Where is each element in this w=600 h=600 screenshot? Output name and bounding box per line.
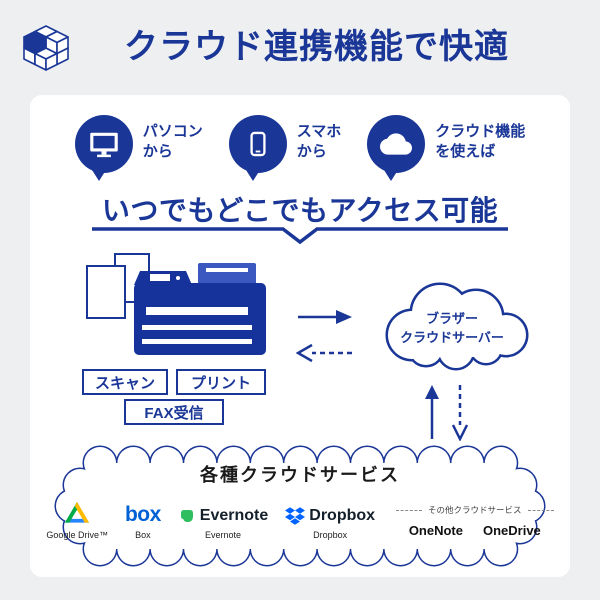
logo-box: box Box [125,504,161,540]
bubble-smartphone: スマホ から [228,115,342,181]
bubble-tail [245,170,260,181]
bubble-smartphone-label: スマホ から [296,123,342,160]
smartphone-icon [250,131,266,157]
logo-caption: Dropbox [313,530,348,540]
logo-caption: Box [135,530,151,540]
services-logo-row: Google Drive™ box Box Evernote [46,500,554,540]
onedrive-label: OneDrive [482,523,541,538]
function-fax: FAX受信 [124,399,224,425]
access-bubbles: パソコン から スマホ から [30,115,570,181]
cube-logo-icon [23,25,69,71]
services-content: 各種クラウドサービス Google Drive™ box [40,445,560,569]
document-page [86,265,126,319]
onenote-label: OneNote [408,523,463,538]
brother-cloud-server: ブラザー クラウドサーバー [366,273,538,381]
function-print: プリント [176,369,266,395]
bubble-pc-label: パソコン から [142,123,203,160]
dropbox-brand: Dropbox [285,507,375,525]
evernote-wordmark: Evernote [199,507,269,524]
bubble-pc: パソコン から [74,115,203,181]
services-title: 各種クラウドサービス [200,465,400,485]
bubble-cloud: クラウド機能 を使えば [367,115,526,181]
scalloped-cloud-border [54,445,546,567]
google-drive-icon [65,502,90,523]
evernote-brand: Evernote [178,507,268,525]
cloud-bubble [367,115,426,181]
evernote-icon [180,510,193,522]
logo-dropbox: Dropbox Dropbox [285,507,375,540]
other-services-label-row: その他クラウドサービス [396,504,554,516]
cloud-icon [380,133,413,155]
cloud-services: 各種クラウドサービス Google Drive™ box [40,445,560,569]
function-scan: スキャン [82,369,168,395]
headline: いつでもどこでもアクセス可能 [101,195,499,226]
dropbox-wordmark: Dropbox [309,507,376,524]
page-title: クラウド連携機能で快適 [124,27,509,66]
monitor-icon [89,132,118,158]
dropbox-icon [285,507,306,525]
cloud-server-label: ブラザー クラウドサーバー [400,311,504,345]
other-services-names: OneNote OneDrive [409,523,541,538]
bubble-tail [91,170,106,181]
logo-google-drive: Google Drive™ [46,500,108,540]
printer-illustration [134,263,266,355]
other-services: その他クラウドサービス OneNote OneDrive [396,504,554,540]
bubble-cloud-label: クラウド機能 を使えば [435,123,526,160]
box-wordmark: box [124,503,161,526]
logo-caption: Google Drive™ [46,530,108,540]
smartphone-bubble [228,115,287,181]
header: クラウド連携機能で快適 [14,10,509,76]
logo-evernote: Evernote Evernote [178,507,268,540]
transfer-arrows-vertical [425,385,469,441]
dash-line [527,509,554,511]
dash-line [396,509,423,511]
logo-caption: Evernote [205,530,242,540]
feature-card: パソコン から スマホ から [30,95,570,577]
other-services-label: その他クラウドサービス [428,505,522,515]
bubble-tail [384,170,399,181]
cloud-shape [385,282,529,371]
transfer-arrows-horizontal [296,310,352,363]
pc-bubble [74,115,133,181]
headline-underline [92,227,508,245]
